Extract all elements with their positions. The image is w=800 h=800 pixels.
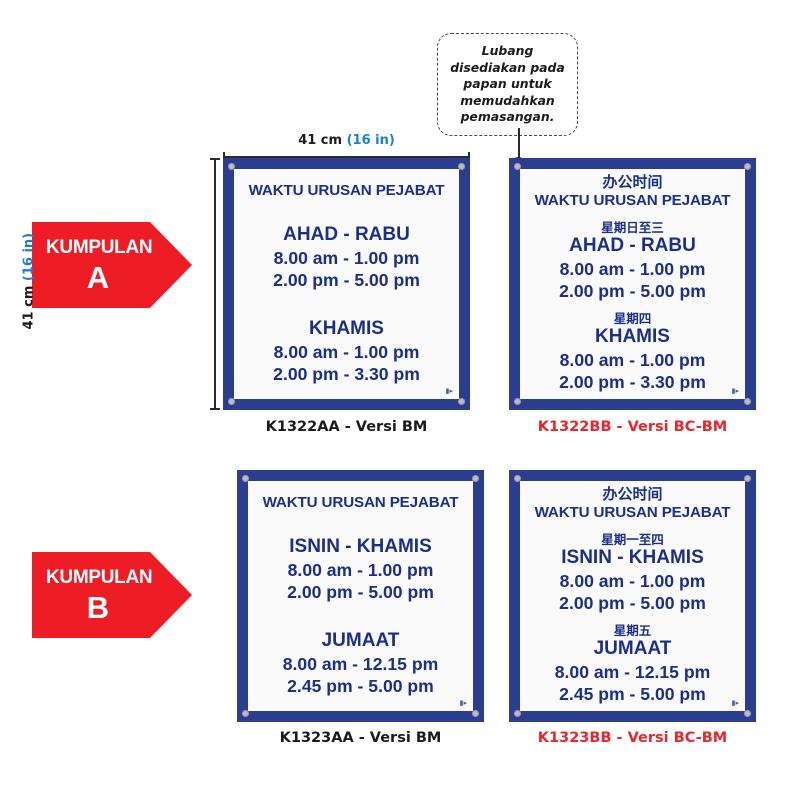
sign-section: ISNIN - KHAMIS 8.00 am - 1.00 pm 2.00 pm… — [287, 536, 434, 604]
sign-section-time: 2.00 pm - 5.00 pm — [559, 281, 706, 302]
sign-section: AHAD - RABU 8.00 am - 1.00 pm 2.00 pm - … — [273, 224, 420, 292]
sign-section-day: KHAMIS — [595, 325, 670, 347]
sign-section-day: AHAD - RABU — [283, 223, 410, 245]
sign-title-chinese: 办公时间 — [602, 173, 663, 192]
sign-board-k1323bb: 办公时间 WAKTU URUSAN PEJABAT 星期一至四 ISNIN - … — [509, 470, 756, 722]
manufacturer-logo-icon: ▮▸ — [459, 699, 467, 707]
screw-hole-icon — [514, 710, 521, 717]
group-badge-a-letter: A — [86, 259, 110, 295]
sign-section: 星期日至三 AHAD - RABU 8.00 am - 1.00 pm 2.00… — [559, 221, 706, 303]
screw-hole-icon — [228, 398, 235, 405]
dimension-height-label: 41 cm (16 in) — [21, 233, 37, 330]
dimension-width-label: 41 cm (16 in) — [223, 133, 470, 148]
screw-hole-icon — [458, 398, 465, 405]
screw-hole-icon — [472, 710, 479, 717]
sign-section-time: 2.00 pm - 3.30 pm — [559, 372, 706, 393]
installation-hole-callout: Lubang disediakan pada papan untuk memud… — [437, 33, 578, 136]
sign-section-time: 2.00 pm - 3.30 pm — [273, 364, 420, 385]
sign-face: WAKTU URUSAN PEJABAT AHAD - RABU 8.00 am… — [234, 169, 459, 399]
sign-face: 办公时间 WAKTU URUSAN PEJABAT 星期一至四 ISNIN - … — [520, 481, 745, 711]
sign-section-time: 8.00 am - 12.15 pm — [282, 653, 439, 674]
sign-section-time: 8.00 am - 1.00 pm — [559, 349, 706, 370]
sign-section-day-chinese: 星期日至三 — [601, 220, 664, 236]
sign-section-day: JUMAAT — [321, 629, 400, 651]
dimension-height-in: (16 in) — [21, 232, 37, 282]
sign-section-time: 2.00 pm - 5.00 pm — [287, 582, 434, 603]
callout-text: Lubang disediakan pada papan untuk memud… — [450, 43, 565, 124]
sign-section-day: KHAMIS — [309, 317, 384, 339]
sign-section: JUMAAT 8.00 am - 12.15 pm 2.45 pm - 5.00… — [283, 630, 439, 698]
dimension-width-in: (16 in) — [346, 133, 395, 148]
sign-caption-k1322aa: K1322AA - Versi BM — [265, 419, 428, 435]
sign-board-k1322bb: 办公时间 WAKTU URUSAN PEJABAT 星期日至三 AHAD - R… — [509, 158, 756, 410]
sign-face: WAKTU URUSAN PEJABAT ISNIN - KHAMIS 8.00… — [248, 481, 473, 711]
sign-section-time: 8.00 am - 1.00 pm — [273, 341, 420, 362]
sign-title-chinese: 办公时间 — [602, 485, 663, 504]
screw-hole-icon — [242, 475, 249, 482]
screw-hole-icon — [514, 475, 521, 482]
screw-hole-icon — [514, 163, 521, 170]
sign-section-day-chinese: 星期五 — [613, 622, 652, 638]
screw-hole-icon — [744, 398, 751, 405]
sign-section: KHAMIS 8.00 am - 1.00 pm 2.00 pm - 3.30 … — [273, 318, 420, 386]
sign-section-time: 8.00 am - 1.00 pm — [273, 247, 420, 268]
group-badge-a: KUMPULAN A — [32, 222, 192, 308]
sign-section-time: 2.45 pm - 5.00 pm — [559, 684, 706, 705]
sign-section-day: AHAD - RABU — [569, 235, 696, 257]
sign-section-day: ISNIN - KHAMIS — [289, 535, 432, 557]
group-badge-b-label: KUMPULAN — [46, 566, 153, 588]
sign-section-day-chinese: 星期四 — [613, 310, 652, 326]
sign-title: WAKTU URUSAN PEJABAT — [248, 182, 445, 200]
sign-section: 星期五 JUMAAT 8.00 am - 12.15 pm 2.45 pm - … — [555, 624, 711, 706]
sign-section-time: 8.00 am - 1.00 pm — [287, 559, 434, 580]
sign-caption-k1323aa: K1323AA - Versi BM — [279, 730, 442, 746]
sign-section-time: 2.00 pm - 5.00 pm — [559, 593, 706, 614]
manufacturer-logo-icon: ▮▸ — [731, 699, 739, 707]
sign-face: 办公时间 WAKTU URUSAN PEJABAT 星期日至三 AHAD - R… — [520, 169, 745, 399]
sign-section-day: JUMAAT — [593, 637, 672, 659]
screw-hole-icon — [744, 475, 751, 482]
sign-section-time: 2.00 pm - 5.00 pm — [273, 270, 420, 291]
dimension-width-line — [223, 152, 470, 161]
sign-title: WAKTU URUSAN PEJABAT — [534, 191, 731, 209]
sign-section: 星期四 KHAMIS 8.00 am - 1.00 pm 2.00 pm - 3… — [559, 312, 706, 394]
group-badge-b-letter: B — [86, 589, 110, 625]
dimension-height-cm: 41 cm — [21, 285, 37, 330]
screw-hole-icon — [514, 398, 521, 405]
dimension-width-cm: 41 cm — [298, 133, 343, 148]
sign-section-time: 8.00 am - 12.15 pm — [554, 661, 711, 682]
sign-board-k1322aa: WAKTU URUSAN PEJABAT AHAD - RABU 8.00 am… — [223, 158, 470, 410]
screw-hole-icon — [744, 710, 751, 717]
sign-section-day: ISNIN - KHAMIS — [561, 547, 704, 569]
sign-section-time: 8.00 am - 1.00 pm — [559, 570, 706, 591]
sign-board-k1323aa: WAKTU URUSAN PEJABAT ISNIN - KHAMIS 8.00… — [237, 470, 484, 722]
screw-hole-icon — [242, 710, 249, 717]
sign-section-time: 8.00 am - 1.00 pm — [559, 258, 706, 279]
screw-hole-icon — [458, 163, 465, 170]
sign-section: 星期一至四 ISNIN - KHAMIS 8.00 am - 1.00 pm 2… — [559, 533, 706, 615]
manufacturer-logo-icon: ▮▸ — [731, 387, 739, 395]
callout-leader-line — [518, 128, 520, 161]
group-badge-a-label: KUMPULAN — [46, 236, 153, 258]
sign-caption-k1322bb: K1322BB - Versi BC-BM — [537, 419, 728, 435]
screw-hole-icon — [744, 163, 751, 170]
sign-section-day-chinese: 星期一至四 — [601, 532, 664, 548]
group-badge-b: KUMPULAN B — [32, 552, 192, 638]
screw-hole-icon — [228, 163, 235, 170]
dimension-height-line — [210, 158, 219, 410]
sign-section-time: 2.45 pm - 5.00 pm — [287, 676, 434, 697]
manufacturer-logo-icon: ▮▸ — [445, 387, 453, 395]
sign-title: WAKTU URUSAN PEJABAT — [534, 503, 731, 521]
sign-title: WAKTU URUSAN PEJABAT — [262, 494, 459, 512]
screw-hole-icon — [472, 475, 479, 482]
sign-caption-k1323bb: K1323BB - Versi BC-BM — [537, 730, 728, 746]
